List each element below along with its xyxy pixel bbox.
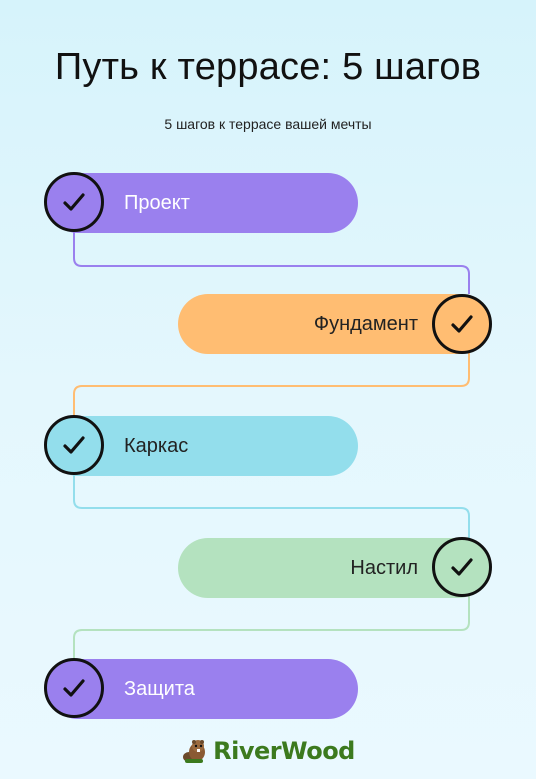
connector-4-5 xyxy=(73,596,470,660)
step-label: Фундамент xyxy=(313,312,418,335)
connector-3-4 xyxy=(73,474,470,538)
page-title: Путь к террасе: 5 шагов xyxy=(54,46,482,88)
step-label: Каркас xyxy=(124,434,189,457)
check-icon xyxy=(44,172,104,232)
connector-2-3 xyxy=(73,352,470,416)
brand-name: RiverWood xyxy=(213,737,355,765)
step-label: Защита xyxy=(124,677,195,700)
brand-logo: RiverWood xyxy=(0,737,536,765)
step-label: Проект xyxy=(124,191,190,214)
beaver-logo-icon xyxy=(183,740,206,763)
page-subtitle: 5 шагов к террасе вашей мечты xyxy=(164,116,372,132)
check-icon xyxy=(44,658,104,718)
check-icon xyxy=(44,415,104,475)
check-icon xyxy=(432,294,492,354)
check-icon xyxy=(432,537,492,597)
connector-1-2 xyxy=(73,230,470,294)
step-label: Настил xyxy=(350,556,418,579)
